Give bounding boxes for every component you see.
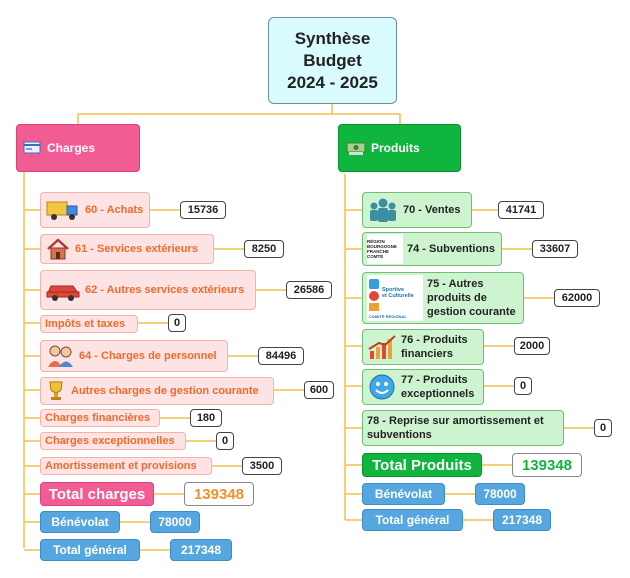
total-produits-label: Total Produits (362, 453, 482, 477)
produit-value-78: 0 (594, 419, 612, 437)
charge-value-autres-gestion: 600 (304, 381, 334, 399)
charges-benevolat-label: Bénévolat (40, 511, 120, 533)
charge-value-exceptionnelles: 0 (216, 432, 234, 450)
produit-value-75: 62000 (554, 289, 600, 307)
produit-value-74: 33607 (532, 240, 578, 258)
total-charges-label: Total charges (40, 482, 154, 506)
charge-value-amortissement: 3500 (242, 457, 282, 475)
produit-item-77: 77 - Produits exceptionnels (362, 369, 484, 405)
growth-chart-icon (368, 335, 396, 359)
produits-benevolat-label: Bénévolat (362, 483, 445, 505)
charge-value-impots: 0 (168, 314, 186, 332)
total-produits-value: 139348 (512, 453, 582, 477)
charge-item-impots: Impôts et taxes (40, 315, 138, 333)
charge-item-61: 61 - Services extérieurs (40, 234, 214, 264)
charge-item-amortissement: Amortissement et provisions (40, 457, 212, 475)
produit-item-76: 76 - Produits financiers (362, 329, 484, 365)
car-icon (46, 285, 80, 301)
house-icon (47, 238, 69, 260)
produits-branch: Produits (338, 124, 461, 172)
produit-value-77: 0 (514, 377, 532, 395)
group-icon (370, 198, 396, 222)
charge-item-64: 64 - Charges de personnel (40, 340, 228, 372)
smiley-icon (369, 374, 395, 400)
produit-item-70: 70 - Ventes (362, 192, 472, 228)
charge-item-62: 62 - Autres services extérieurs (40, 270, 256, 310)
charges-total-general-label: Total général (40, 539, 140, 561)
charges-branch: Charges (16, 124, 140, 172)
money-icon (346, 142, 366, 155)
charge-value-financieres: 180 (190, 409, 222, 427)
charge-value-60: 15736 (180, 201, 226, 219)
produit-value-70: 41741 (498, 201, 544, 219)
produits-total-general-label: Total général (362, 509, 463, 531)
title-line-1: Synthèse (294, 28, 371, 48)
people-icon (48, 345, 73, 367)
charge-item-autres-gestion: Autres charges de gestion courante (40, 377, 274, 405)
produit-item-74: RÉGION BOURGOGNE FRANCHE COMTÉ 74 - Subv… (362, 232, 502, 266)
truck-icon (46, 201, 78, 220)
title-line-2: Budget (303, 50, 362, 70)
charge-value-64: 84496 (258, 347, 304, 365)
charge-value-62: 26586 (286, 281, 332, 299)
produits-benevolat-value: 78000 (475, 483, 525, 505)
region-logo: RÉGION BOURGOGNE FRANCHE COMTÉ (367, 234, 403, 264)
charges-label: Charges (47, 141, 96, 155)
root-title: Synthèse Budget 2024 - 2025 (268, 17, 397, 104)
charge-item-exceptionnelles: Charges exceptionnelles (40, 432, 186, 450)
produit-item-75: Sportive et Culturelle COMITÉ RÉGIONAL 7… (362, 272, 524, 324)
sport-logo: Sportive et Culturelle COMITÉ RÉGIONAL (367, 275, 423, 321)
charges-total-general-value: 217348 (170, 539, 232, 561)
charge-item-financieres: Charges financières (40, 409, 160, 427)
charge-item-60: 60 - Achats (40, 192, 150, 228)
produits-label: Produits (371, 141, 420, 155)
produit-item-78: 78 - Reprise sur amortissement et subven… (362, 410, 564, 446)
title-line-3: 2024 - 2025 (287, 72, 378, 92)
charges-benevolat-value: 78000 (150, 511, 200, 533)
charge-value-61: 8250 (244, 240, 284, 258)
produit-value-76: 2000 (514, 337, 550, 355)
produits-total-general-value: 217348 (493, 509, 551, 531)
total-charges-value: 139348 (184, 482, 254, 506)
invoice-icon (23, 141, 41, 154)
trophy-icon (49, 381, 63, 400)
